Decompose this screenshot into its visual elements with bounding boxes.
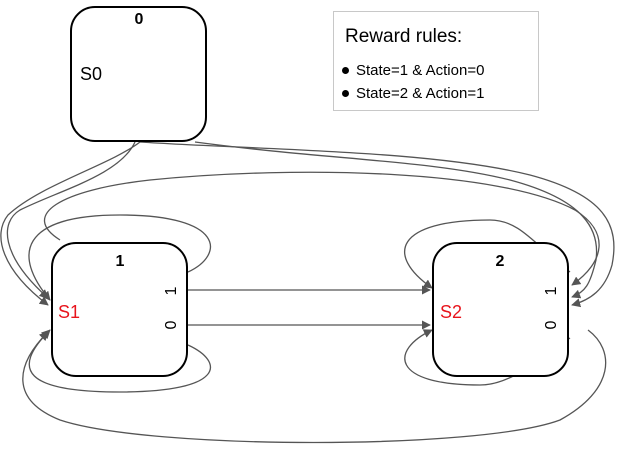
edge-s1-self-loop-top [28,214,212,301]
state-0-index: 0 [135,11,144,28]
state-1-index: 1 [116,253,125,270]
legend-rule-1: State=1 & Action=0 [342,62,484,79]
edge-s1-loop-to-s2-top [43,171,600,286]
state-2-index: 2 [496,253,505,270]
bullet-icon [342,66,349,74]
legend-rule-1-text: State=1 & Action=0 [356,62,485,79]
legend-title: Reward rules: [345,26,463,47]
state-0-node: 0 S0 [70,6,207,142]
edge-s0-action0-to-s2 [139,141,615,308]
edge-s0-action1-to-s1 [0,141,141,306]
legend-rule-2-text: State=2 & Action=1 [356,85,485,102]
edge-s1-self-loop-bottom [28,329,212,393]
edge-s0-action0-to-s1 [6,141,136,299]
legend-rule-2: State=2 & Action=1 [342,85,484,102]
state-2-node: 2 S2 1 0 [432,242,569,377]
state-2-box [432,242,569,377]
bullet-icon [342,89,349,97]
state-2-action-top: 1 [543,286,560,295]
state-1-box [51,242,188,377]
state-1-node: 1 S1 1 0 [51,242,188,377]
edge-s0-action1-to-s2 [194,141,598,299]
state-1-action-top: 1 [163,286,180,295]
state-2-action-bottom: 0 [543,320,560,329]
edge-s2-to-s1-long [22,329,607,444]
state-1-action-bottom: 0 [163,320,180,329]
state-0-box [70,6,207,142]
reward-rules-legend: Reward rules: State=1 & Action=0 State=2… [333,11,539,111]
state-0-name: S0 [80,64,102,84]
state-2-name: S2 [440,302,462,322]
state-1-name: S1 [58,302,80,322]
